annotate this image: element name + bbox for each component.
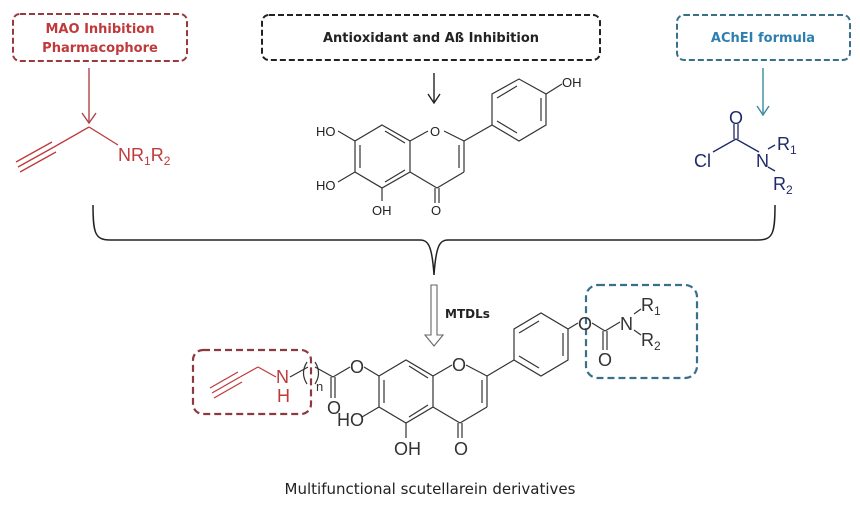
deriv-carbamate-o: O xyxy=(598,350,612,370)
mtdl-label: MTDLs xyxy=(445,307,490,321)
scut-oh-bottom: OH xyxy=(372,203,392,218)
achei-r2: R2 xyxy=(773,174,793,197)
deriv-r1: R1 xyxy=(641,295,661,318)
mao-box-line1: MAO Inhibition xyxy=(46,22,155,37)
deriv-n-index: n xyxy=(316,379,323,394)
achei-r1: R1 xyxy=(777,134,797,157)
deriv-ester-o: O xyxy=(350,357,364,377)
deriv-phenyl-o: O xyxy=(578,314,592,334)
carbamate-highlight-box xyxy=(584,283,699,380)
scut-ho-top: HO xyxy=(316,124,336,139)
mao-arrow xyxy=(81,68,97,125)
achei-box: AChEI formula xyxy=(676,14,851,61)
achei-o: O xyxy=(729,108,743,128)
mao-amine-label: NR1R2 xyxy=(118,145,171,168)
achei-cl: Cl xyxy=(694,151,711,171)
derivative-structure xyxy=(209,308,642,438)
derivative-labels: N H n O O O HO OH O O O N R1 R2 xyxy=(276,295,661,459)
achei-arrow xyxy=(756,68,770,117)
deriv-carbamate-n: N xyxy=(620,314,633,334)
achei-box-label: AChEI formula xyxy=(711,31,815,46)
scutellarein-labels: HO HO OH O O OH xyxy=(316,75,582,218)
propargylamine-fragment xyxy=(15,126,119,173)
antioxidant-box-label: Antioxidant and Aß Inhibition xyxy=(323,31,539,46)
combining-brace xyxy=(92,204,776,276)
deriv-ho: HO xyxy=(337,410,364,430)
deriv-ring-o: O xyxy=(452,355,466,375)
mtdl-arrow xyxy=(423,284,445,347)
deriv-nh-h: H xyxy=(277,386,290,406)
achei-n: N xyxy=(756,151,769,171)
scut-oh-phenyl: OH xyxy=(562,75,582,90)
deriv-r2: R2 xyxy=(641,330,661,353)
scut-ring-o: O xyxy=(430,124,440,139)
carbamoyl-chloride-labels: Cl O N R1 R2 xyxy=(694,108,797,197)
deriv-ester-carbonyl-o: O xyxy=(327,398,341,418)
antioxidant-arrow xyxy=(427,73,441,105)
carbamoyl-chloride-structure xyxy=(712,124,776,172)
deriv-nh-n: N xyxy=(276,367,289,387)
deriv-oh: OH xyxy=(394,439,421,459)
antioxidant-box: Antioxidant and Aß Inhibition xyxy=(261,14,601,61)
mao-pharmacophore-box: MAO Inhibition Pharmacophore xyxy=(12,13,188,62)
figure-caption: Multifunctional scutellarein derivatives xyxy=(285,480,576,498)
mao-box-line2: Pharmacophore xyxy=(42,41,158,56)
scutellarein-structure xyxy=(337,78,563,203)
deriv-carbonyl-o: O xyxy=(454,439,468,459)
propargyl-highlight-box xyxy=(191,348,313,416)
scut-ho-mid: HO xyxy=(316,178,336,193)
scut-carbonyl-o: O xyxy=(431,203,441,218)
